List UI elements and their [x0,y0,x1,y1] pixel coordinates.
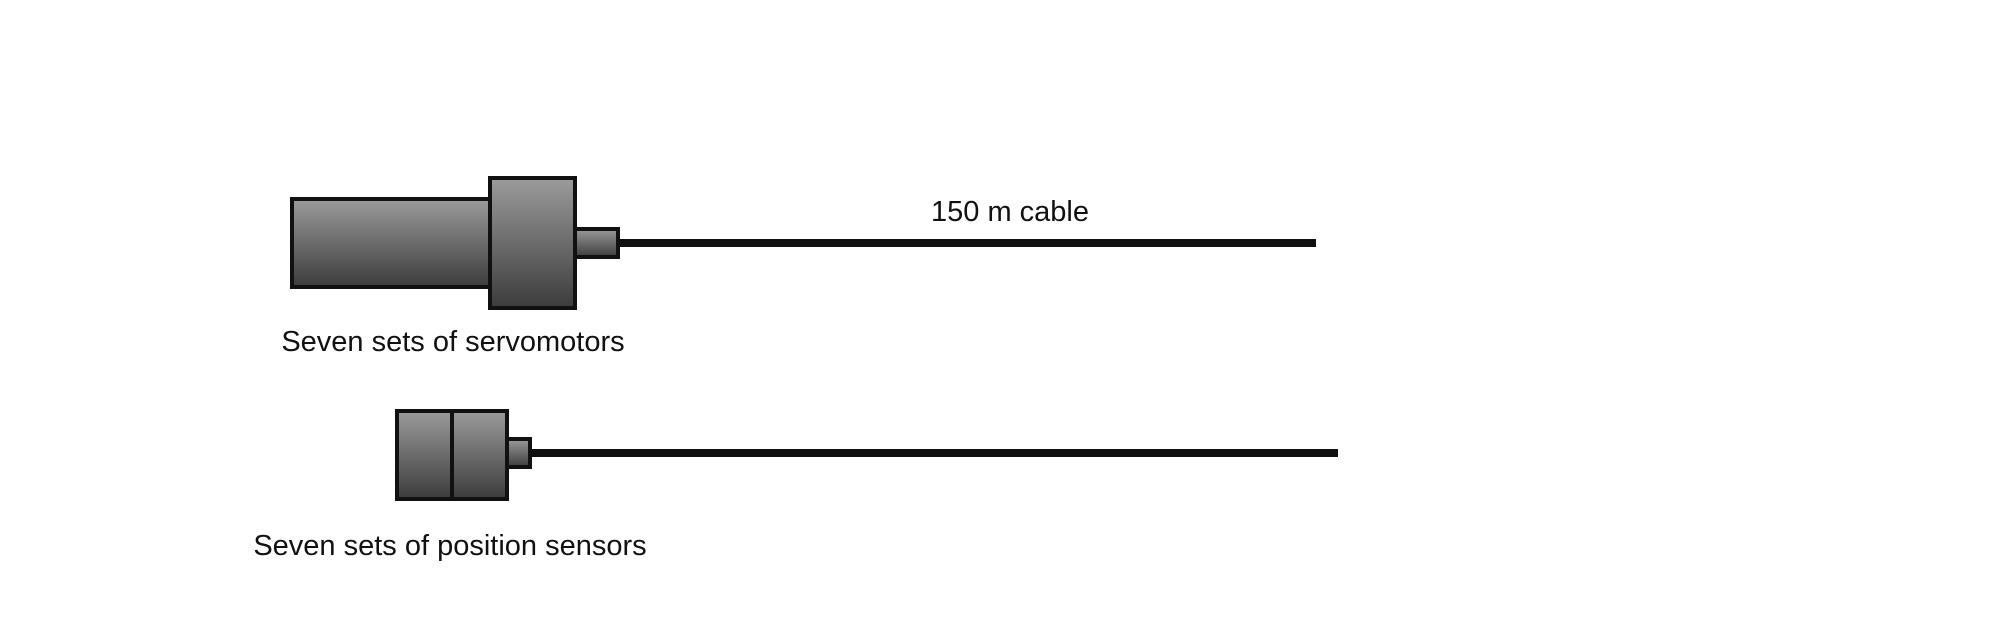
position-sensor-label: Seven sets of position sensors [253,530,646,562]
position-sensor-body-left [395,409,454,501]
position-sensor [395,409,532,501]
servomotor-flange [488,176,577,310]
position-sensor-body-right [450,409,509,501]
servomotor-label: Seven sets of servomotors [281,326,624,358]
cable-length-label: 150 m cable [931,196,1089,228]
servomotor-shaft-connector [573,227,620,259]
servomotor-body [290,197,492,289]
position-sensor-connector [505,437,532,469]
servomotor [290,176,620,310]
